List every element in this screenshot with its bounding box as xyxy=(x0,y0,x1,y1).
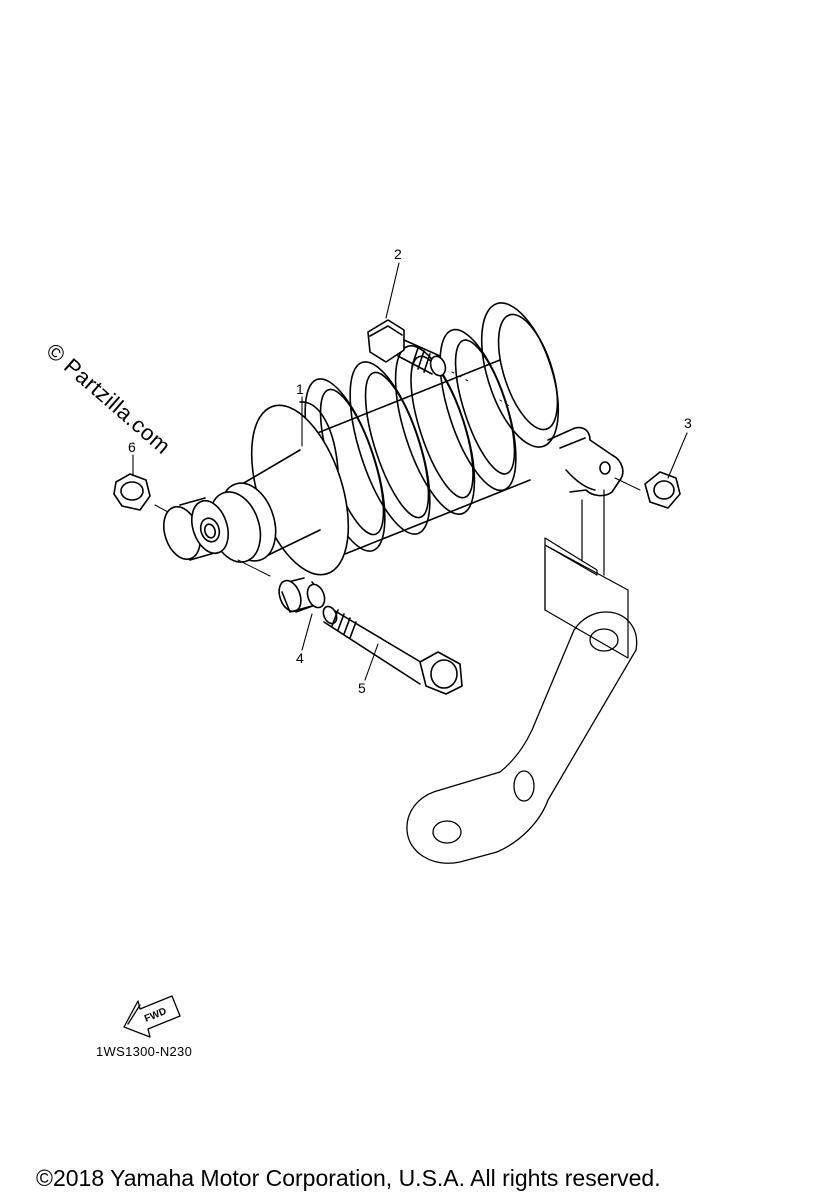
callout-5: 5 xyxy=(358,680,366,696)
collar xyxy=(237,559,326,613)
callout-1: 1 xyxy=(296,381,304,397)
upper-mount-bolt xyxy=(367,319,513,409)
upper-nut xyxy=(614,471,681,509)
callout-3: 3 xyxy=(684,415,692,431)
rear-shock-absorber xyxy=(163,302,560,576)
lower-nut xyxy=(113,473,169,513)
callout-2: 2 xyxy=(394,246,402,262)
diagram-code: 1WS1300-N230 xyxy=(96,1044,193,1059)
linkage-arm xyxy=(406,611,638,864)
upper-clevis xyxy=(547,426,624,497)
lower-mount-bolt xyxy=(322,605,463,695)
callout-labels: 1 2 3 4 5 6 xyxy=(128,246,692,696)
callout-4: 4 xyxy=(296,650,304,666)
callout-6: 6 xyxy=(128,439,136,455)
copyright-notice: ©2018 Yamaha Motor Corporation, U.S.A. A… xyxy=(36,1165,661,1191)
frame-bracket xyxy=(544,489,629,659)
forward-arrow-icon: FWD xyxy=(123,995,181,1038)
leader-lines xyxy=(132,262,688,681)
